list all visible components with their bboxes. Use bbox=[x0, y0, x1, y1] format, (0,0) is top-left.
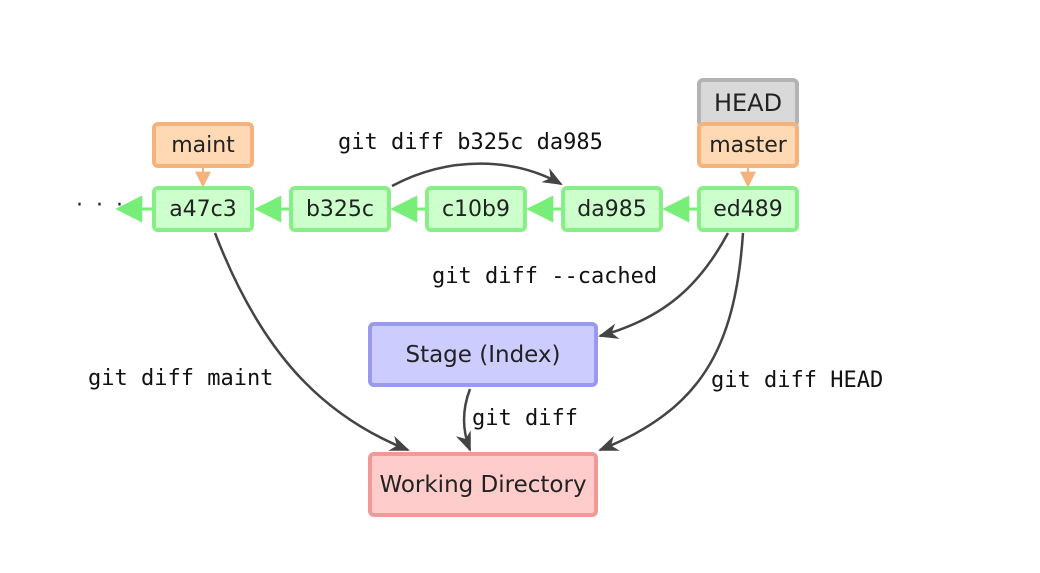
commit-da985: da985 bbox=[561, 186, 663, 232]
diff-arrow-head bbox=[598, 232, 745, 452]
branch-master: master bbox=[697, 122, 799, 168]
label-diff-plain: git diff bbox=[472, 406, 578, 431]
diff-arrow-b325c-da985 bbox=[391, 162, 563, 188]
label-diff-maint: git diff maint bbox=[88, 366, 274, 391]
label-diff-cached: git diff --cached bbox=[432, 264, 658, 289]
label-diff-between-commits: git diff b325c da985 bbox=[338, 130, 603, 155]
diff-arrow-plain bbox=[455, 388, 472, 452]
stage-index-area: Stage (Index) bbox=[368, 322, 598, 387]
working-directory-area: Working Directory bbox=[368, 452, 598, 517]
commit-a47c3: a47c3 bbox=[152, 186, 254, 232]
diff-arrow-cached bbox=[598, 232, 730, 339]
commit-c10b9: c10b9 bbox=[425, 186, 527, 232]
commit-ed489: ed489 bbox=[697, 186, 799, 232]
branch-maint: maint bbox=[152, 122, 254, 168]
history-ellipsis: · · · bbox=[76, 193, 126, 218]
label-diff-head: git diff HEAD bbox=[711, 368, 884, 393]
ref-head: HEAD bbox=[697, 78, 799, 128]
commit-b325c: b325c bbox=[289, 186, 391, 232]
diff-arrow-maint bbox=[213, 232, 410, 452]
